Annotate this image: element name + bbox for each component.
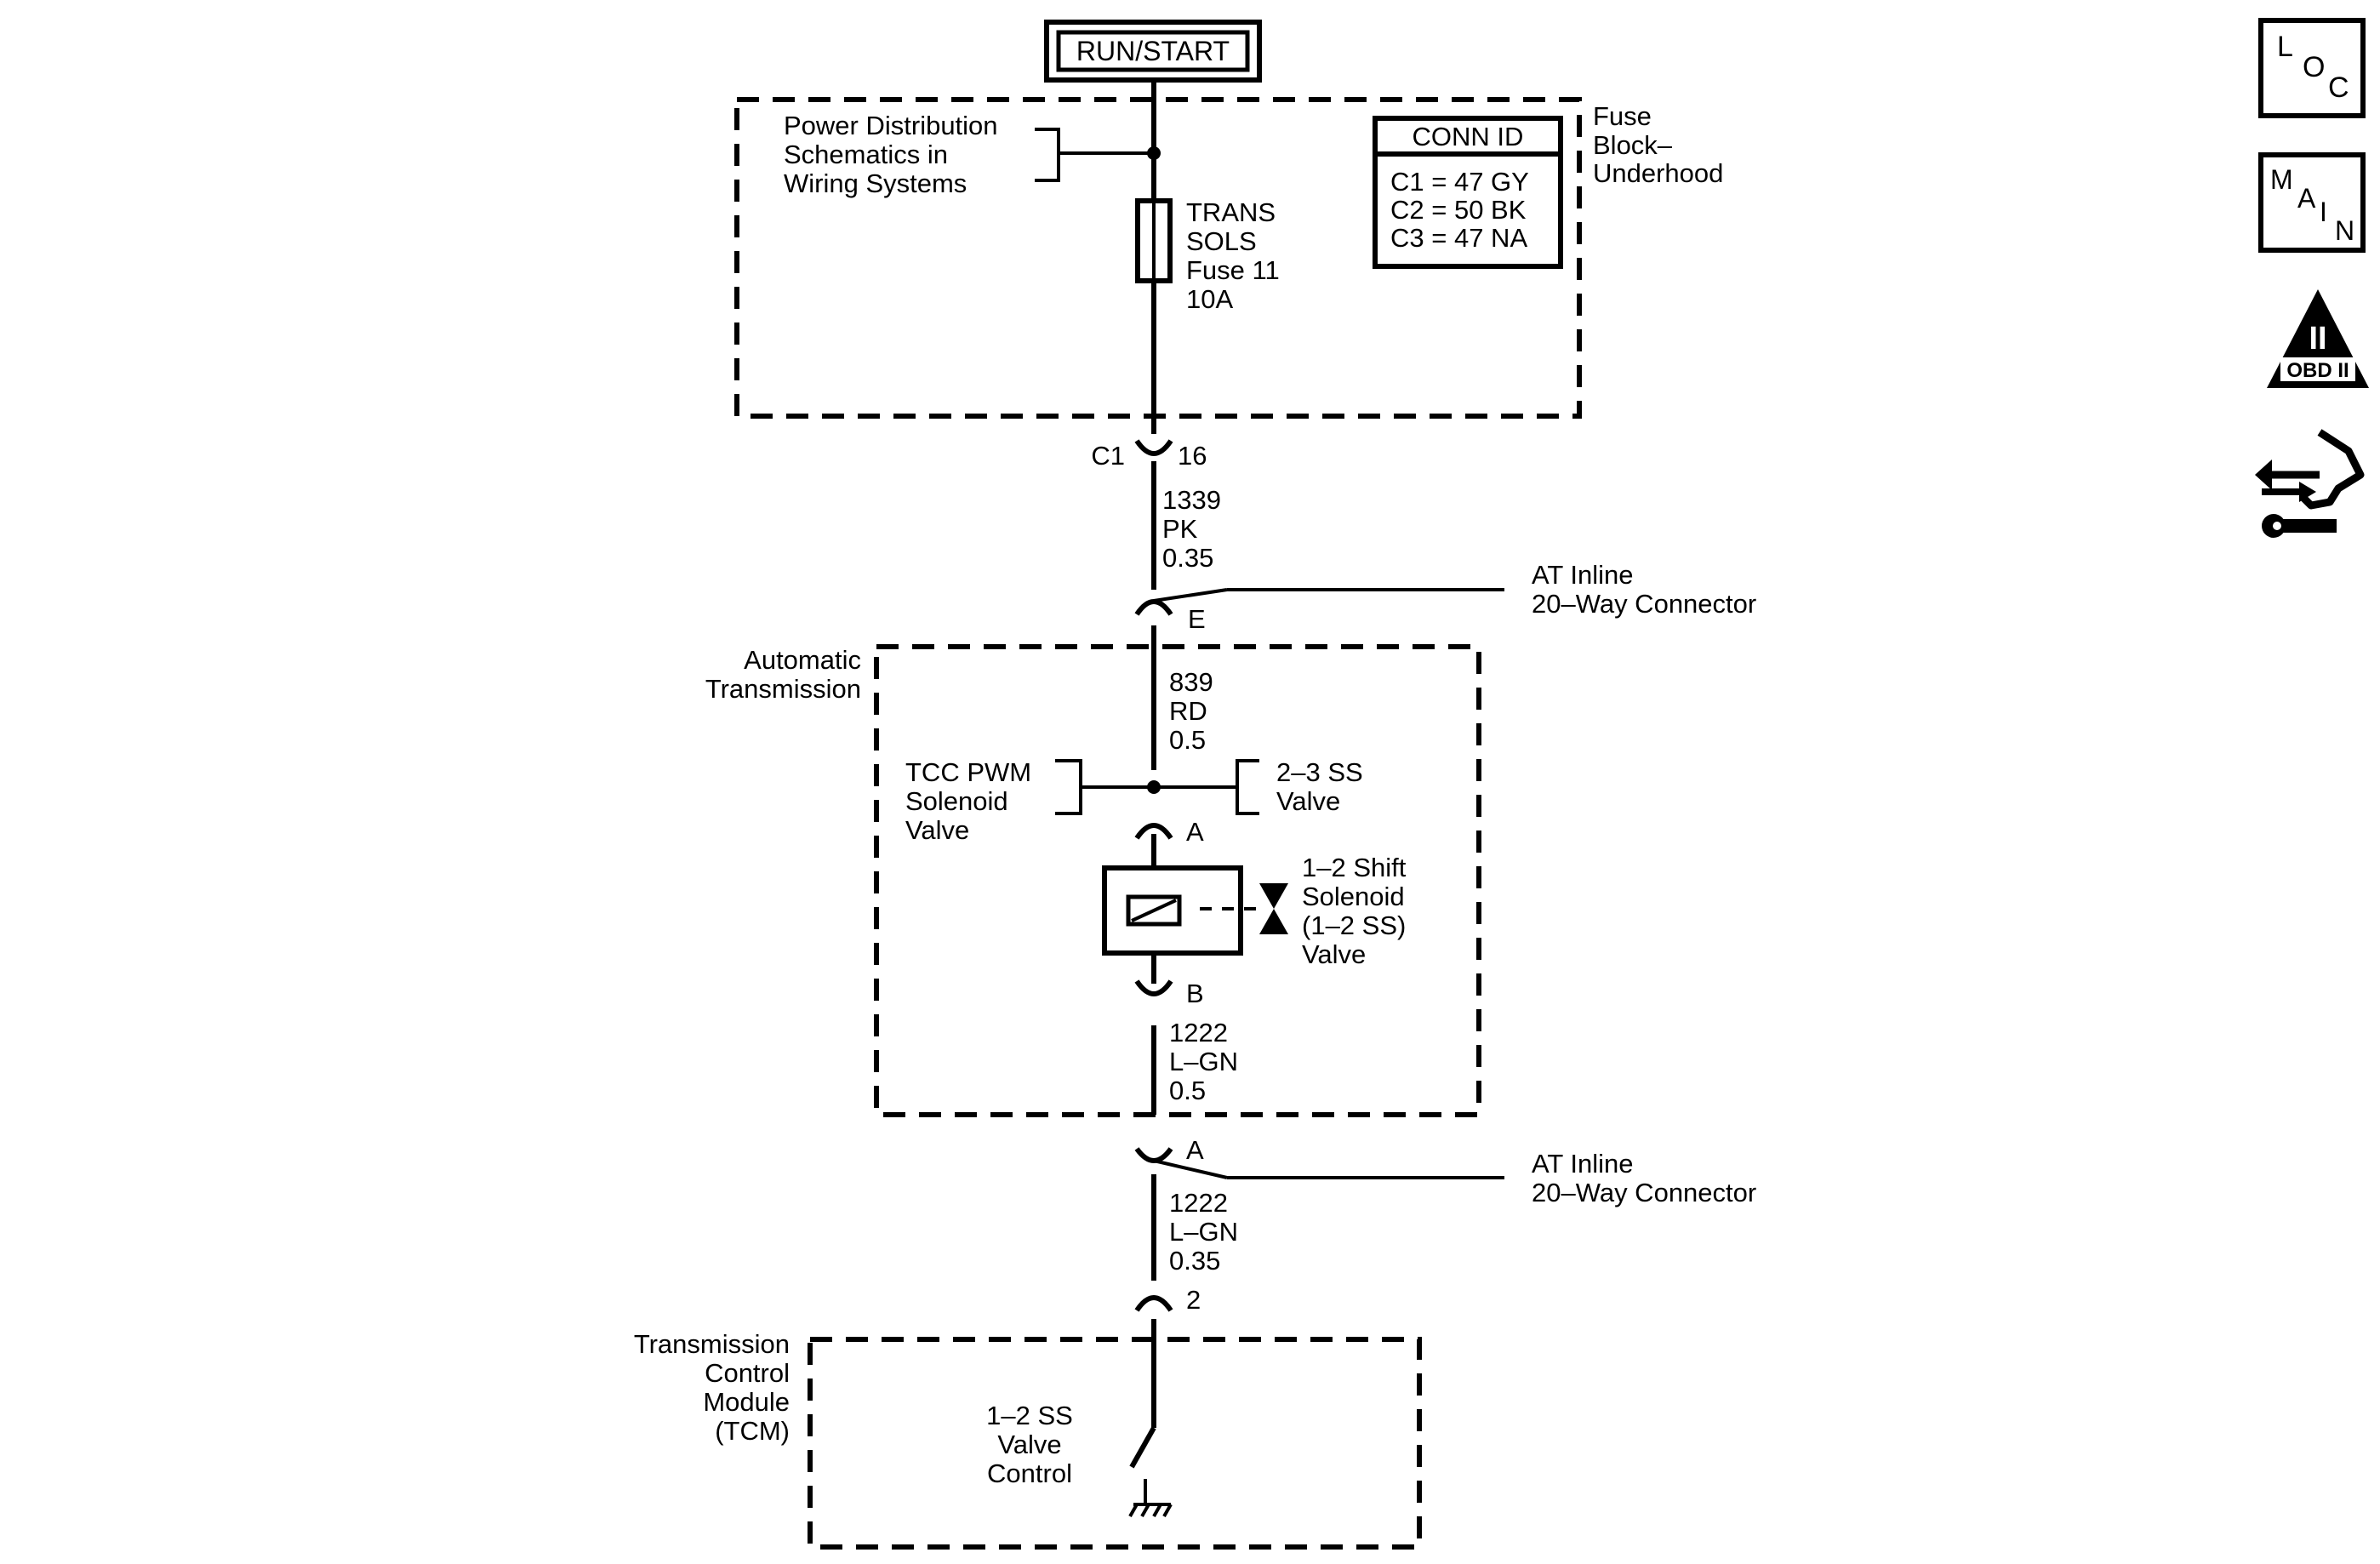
wire-1222-color: L–GN — [1169, 1047, 1238, 1076]
wire-1222-b-circuit: 1222 — [1169, 1188, 1228, 1218]
power-distribution-reference: Power Distribution Schematics in Wiring … — [784, 111, 1161, 198]
tcm-control-3: Control — [987, 1458, 1072, 1488]
tcm-pin-2: 2 — [1134, 1285, 1201, 1315]
solenoid-label-3: (1–2 SS) — [1302, 910, 1406, 940]
wire-839-gauge: 0.5 — [1169, 725, 1206, 755]
pds-reference-1: Power Distribution — [784, 111, 998, 140]
wire-1339-circuit: 1339 — [1162, 485, 1221, 515]
diagnostic-tool-icon[interactable] — [2255, 429, 2365, 538]
valve-icon — [1259, 883, 1288, 909]
conn-id-row-c1: C1 = 47 GY — [1390, 167, 1529, 197]
transmission-name-2: Transmission — [705, 674, 861, 704]
svg-text:N: N — [2335, 215, 2354, 246]
tcm-name-3: Module — [703, 1387, 790, 1417]
svg-text:I: I — [2320, 197, 2327, 227]
connector-c1-16: C1 16 — [1091, 439, 1207, 471]
trans-sols-fuse: TRANS SOLS Fuse 11 10A — [1135, 197, 1280, 314]
shift-solenoid-1-2: 1–2 Shift Solenoid (1–2 SS) Valve — [1102, 853, 1407, 969]
wire-839-color: RD — [1169, 696, 1207, 726]
wire-1339-color: PK — [1162, 514, 1198, 544]
wire-1339-label: 1339 PK 0.35 — [1162, 485, 1221, 573]
tcm-pin-label: 2 — [1186, 1285, 1201, 1315]
tcc-ref-1: TCC PWM — [905, 757, 1031, 787]
conn-id-table: CONN ID C1 = 47 GY C2 = 50 BK C3 = 47 NA — [1373, 116, 1563, 269]
solenoid-pin-b-label: B — [1186, 979, 1204, 1008]
low-side-driver-switch — [1128, 1426, 1173, 1517]
wire-839-label: 839 RD 0.5 — [1169, 667, 1213, 755]
solenoid-label-1: 1–2 Shift — [1302, 853, 1407, 882]
svg-text:C: C — [2328, 71, 2349, 104]
run-start-label: RUN/START — [1044, 20, 1262, 83]
solenoid-pin-b: B — [1134, 979, 1204, 1008]
run-start-text: RUN/START — [1076, 36, 1230, 66]
wire-1222-gauge: 0.5 — [1169, 1076, 1206, 1105]
transmission-control-module: Transmission Control Module (TCM) 1–2 SS… — [634, 1329, 1422, 1550]
wire-1339-gauge: 0.35 — [1162, 543, 1213, 573]
connector-c1-pin: 16 — [1178, 441, 1207, 471]
svg-text:A: A — [2297, 183, 2316, 214]
conn-id-title: CONN ID — [1413, 122, 1524, 151]
inline-connector-2-label-2: 20–Way Connector — [1532, 1178, 1756, 1207]
fuse-block-name-1: Fuse — [1593, 101, 1652, 131]
tcm-name-2: Control — [705, 1358, 790, 1388]
wire-1222-b-color: L–GN — [1169, 1217, 1238, 1247]
tcm-control-2: Valve — [997, 1430, 1061, 1459]
wire-1222-b-label: 1222 L–GN 0.35 — [1169, 1188, 1238, 1276]
fuse-block-underhood: Fuse Block– Underhood — [734, 97, 1723, 419]
tcm-name-1: Transmission — [634, 1329, 790, 1359]
svg-text:OBD II: OBD II — [2286, 359, 2349, 382]
solenoid-pin-a: A — [1134, 817, 1204, 847]
solenoid-pin-a-label: A — [1186, 817, 1204, 847]
pds-reference-2: Schematics in — [784, 140, 948, 169]
tcm-control-1: 1–2 SS — [986, 1401, 1073, 1430]
inline-connector-2-pin: A — [1186, 1135, 1204, 1165]
pds-reference-3: Wiring Systems — [784, 168, 967, 198]
inline-connector-1-pin: E — [1188, 604, 1206, 634]
fuse-label-2: SOLS — [1186, 226, 1257, 256]
fuse-block-name-3: Underhood — [1593, 158, 1723, 188]
fuse-label-1: TRANS — [1186, 197, 1276, 227]
tcm-name-4: (TCM) — [715, 1416, 790, 1446]
svg-text:II: II — [2309, 321, 2326, 357]
at-inline-connector-a: A AT Inline 20–Way Connector — [1134, 1135, 1756, 1207]
svg-text:O: O — [2303, 51, 2325, 83]
loc-icon[interactable]: L O C — [2258, 18, 2366, 118]
fuse-label-4: 10A — [1186, 284, 1233, 314]
ground-icon — [1128, 1503, 1173, 1517]
wire-1222-b-gauge: 0.35 — [1169, 1246, 1220, 1276]
solenoid-label-4: Valve — [1302, 939, 1366, 969]
splice-junction: TCC PWM Solenoid Valve 2–3 SS Valve — [905, 757, 1363, 845]
conn-id-row-c3: C3 = 47 NA — [1390, 223, 1527, 253]
conn-id-row-c2: C2 = 50 BK — [1390, 195, 1527, 225]
connector-c1-label: C1 — [1091, 441, 1125, 471]
inline-connector-2-label-1: AT Inline — [1532, 1149, 1633, 1179]
ss23-ref-1: 2–3 SS — [1276, 757, 1363, 787]
tcc-ref-3: Valve — [905, 815, 969, 845]
svg-text:L: L — [2277, 31, 2293, 63]
ss23-ref-2: Valve — [1276, 786, 1340, 816]
transmission-name-1: Automatic — [744, 645, 861, 675]
wire-839-circuit: 839 — [1169, 667, 1213, 697]
fuse-label-3: Fuse 11 — [1186, 255, 1280, 285]
inline-connector-1-label-1: AT Inline — [1532, 560, 1633, 590]
automatic-transmission: Automatic Transmission — [705, 644, 1481, 1117]
at-inline-connector-e: E AT Inline 20–Way Connector — [1134, 560, 1756, 634]
obd-ii-icon[interactable]: II OBD II — [2267, 289, 2369, 388]
fuse-block-name-2: Block– — [1593, 130, 1673, 160]
wire-1222-circuit: 1222 — [1169, 1018, 1228, 1047]
svg-text:M: M — [2270, 164, 2293, 195]
main-icon[interactable]: M A I N — [2258, 152, 2366, 253]
tcc-ref-2: Solenoid — [905, 786, 1008, 816]
wire-1222-label: 1222 L–GN 0.5 — [1169, 1018, 1238, 1105]
inline-connector-1-label-2: 20–Way Connector — [1532, 589, 1756, 619]
solenoid-label-2: Solenoid — [1302, 882, 1405, 911]
